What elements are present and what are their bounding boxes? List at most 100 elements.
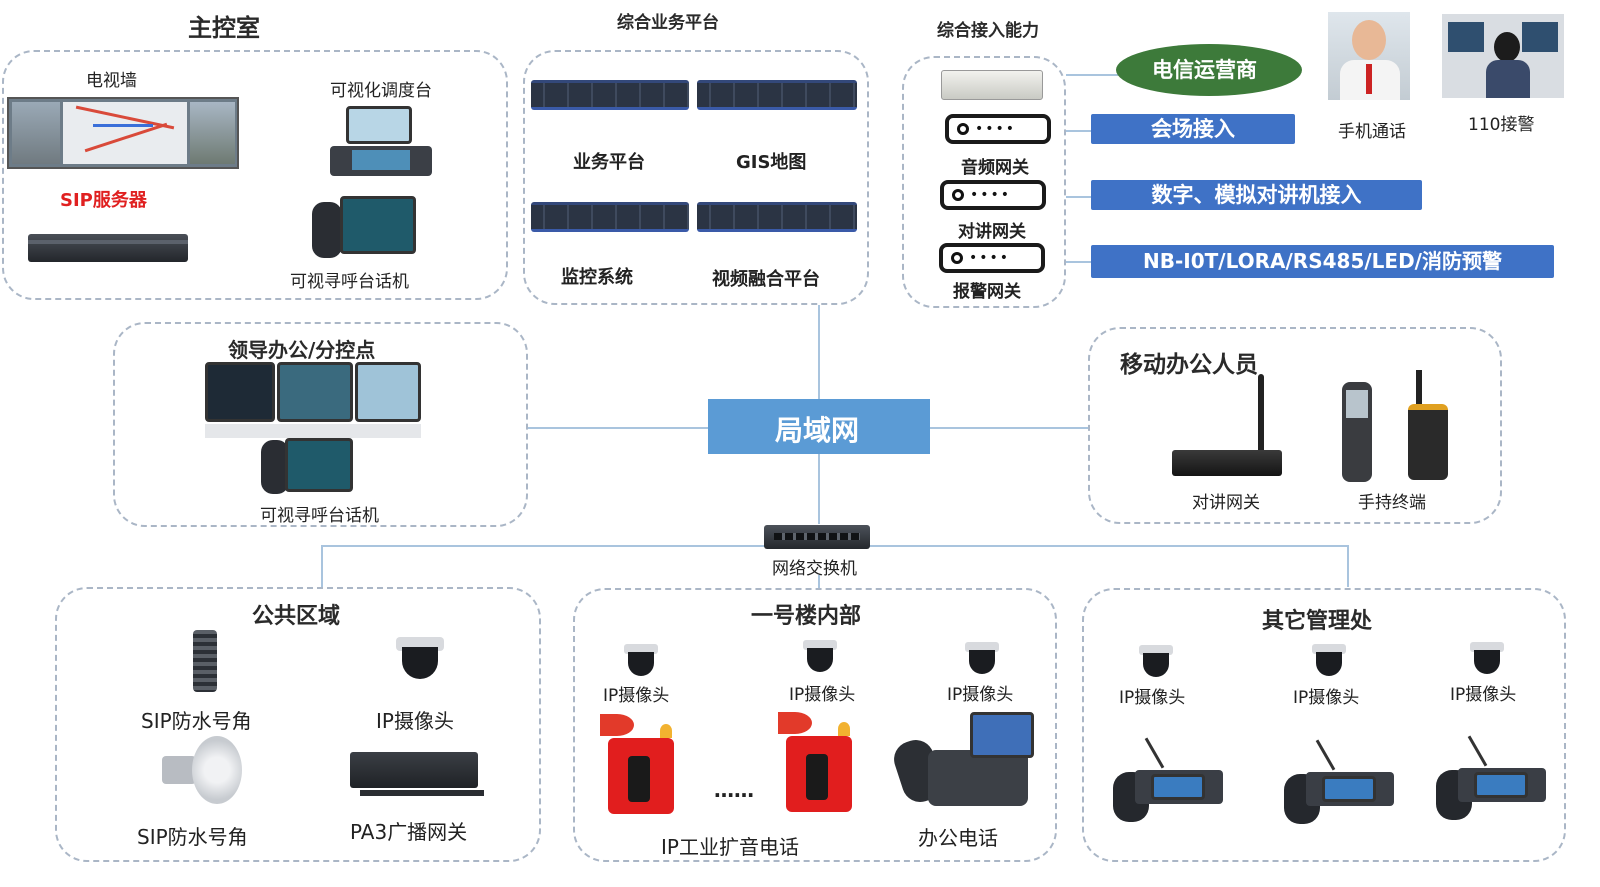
building1-group [573, 588, 1057, 862]
iot-access-bar: NB-I0T/LORA/RS485/LED/消防预警 [1091, 245, 1554, 278]
building1-camera-label-2: IP摄像头 [789, 685, 856, 705]
audio-gateway-icon: •••• [945, 114, 1051, 144]
industrial-phone-label: IP工业扩音电话 [661, 835, 799, 859]
office-phone-icon [889, 710, 1038, 808]
platform-title: 综合业务平台 [617, 13, 719, 33]
other-camera-label-1: IP摄像头 [1119, 688, 1186, 708]
other-camera-icon-2 [1312, 644, 1346, 678]
intercom-gateway-label: 对讲网关 [958, 222, 1026, 242]
line-bus-public [321, 545, 323, 587]
server-icon-gis [697, 80, 857, 110]
line-leader-lan [528, 427, 710, 429]
leader-video-phone-icon [259, 424, 355, 496]
tv-wall-image [7, 97, 239, 169]
handheld-radio-icon [1408, 370, 1448, 480]
lan-label: 局域网 [775, 414, 860, 447]
line-platform-lan [818, 305, 820, 400]
visual-console-icon [322, 104, 440, 184]
mobile-group [1088, 327, 1502, 524]
radio-access-bar: 数字、模拟对讲机接入 [1091, 180, 1422, 210]
network-switch-label: 网络交换机 [772, 559, 857, 579]
other-title: 其它管理处 [1262, 609, 1373, 634]
line-access-telecom [1066, 74, 1118, 76]
pa3-gateway-icon [350, 752, 484, 798]
line-access-radio [1066, 196, 1092, 198]
other-group [1082, 588, 1566, 862]
sip-horn-label-1: SIP防水号角 [141, 709, 252, 733]
access-title: 综合接入能力 [937, 21, 1039, 41]
public-title: 公共区域 [252, 604, 341, 629]
line-access-venue [1066, 130, 1092, 132]
server-icon-video-fusion [697, 202, 857, 232]
network-switch-icon [764, 521, 870, 553]
leader-video-phone-label: 可视寻呼台话机 [260, 506, 379, 526]
venue-access-bar: 会场接入 [1091, 114, 1295, 144]
sip-server-icon [28, 226, 188, 270]
lan-box [708, 399, 930, 454]
industrial-phone-icon-1 [600, 710, 678, 814]
tv-wall-label: 电视墙 [86, 71, 137, 91]
line-bus-building [818, 575, 820, 589]
building1-ellipsis: …… [714, 778, 754, 802]
sip-server-label: SIP服务器 [60, 190, 147, 211]
mobile-title: 移动办公人员 [1120, 352, 1258, 378]
server-icon-business [531, 80, 689, 110]
sip-horn-label-2: SIP防水号角 [137, 825, 248, 849]
other-camera-label-2: IP摄像头 [1293, 688, 1360, 708]
mobile-intercom-gateway-label: 对讲网关 [1192, 493, 1260, 513]
police-110-photo [1442, 14, 1564, 98]
pa3-gateway-label: PA3广播网关 [350, 820, 468, 844]
office-phone-label: 办公电话 [918, 826, 998, 850]
industrial-phone-icon-2 [778, 708, 856, 812]
sip-horn-speaker-icon [162, 732, 244, 806]
mobile-call-photo [1328, 12, 1410, 100]
audio-gateway-label: 音频网关 [961, 158, 1029, 178]
public-camera-label: IP摄像头 [376, 709, 454, 733]
public-group [55, 587, 541, 862]
building1-camera-icon-2 [803, 640, 837, 674]
visual-console-label: 可视化调度台 [330, 81, 432, 101]
other-console-icon-3 [1436, 734, 1554, 824]
telecom-operator-ellipse [1116, 44, 1302, 96]
other-camera-icon-3 [1470, 642, 1504, 676]
video-phone-icon [310, 192, 420, 262]
video-phone-label: 可视寻呼台话机 [290, 272, 409, 292]
line-lan-mobile [930, 427, 1090, 429]
handheld-phone-icon [1342, 382, 1372, 482]
business-platform-label: 业务平台 [573, 152, 645, 173]
telecom-operator-label: 电信运营商 [1152, 58, 1257, 82]
video-fusion-label: 视频融合平台 [712, 269, 820, 290]
line-bus-other [1347, 545, 1349, 587]
mobile-intercom-gateway-icon [1172, 374, 1284, 480]
handheld-label: 手持终端 [1358, 493, 1426, 513]
other-camera-icon-1 [1139, 645, 1173, 679]
public-camera-icon [396, 637, 444, 683]
main-control-group [2, 50, 508, 300]
other-console-icon-2 [1284, 738, 1402, 828]
server-icon-monitoring [531, 202, 689, 232]
alarm-gateway-label: 报警网关 [953, 282, 1021, 302]
building1-camera-label-1: IP摄像头 [603, 686, 670, 706]
sip-waterproof-column-icon [193, 630, 217, 692]
other-camera-label-3: IP摄像头 [1450, 685, 1517, 705]
leader-monitors-icon [205, 362, 421, 440]
alarm-gateway-icon: •••• [939, 243, 1045, 273]
line-lan-switch [818, 454, 820, 524]
leader-title: 领导办公/分控点 [228, 338, 376, 362]
building1-camera-icon-1 [624, 644, 658, 678]
other-console-icon-1 [1113, 736, 1231, 826]
platform-group [523, 50, 869, 305]
mobile-call-label: 手机通话 [1338, 122, 1406, 142]
line-access-iot [1066, 261, 1092, 263]
building1-camera-label-3: IP摄像头 [947, 685, 1014, 705]
gis-map-label: GIS地图 [736, 152, 807, 173]
leader-group [113, 322, 528, 527]
main-control-title: 主控室 [188, 14, 260, 42]
building1-camera-icon-3 [965, 642, 999, 676]
monitoring-label: 监控系统 [561, 267, 633, 288]
access-device-icon [941, 70, 1043, 100]
building1-title: 一号楼内部 [751, 604, 862, 629]
intercom-gateway-icon: •••• [940, 180, 1046, 210]
police-110-label: 110接警 [1468, 115, 1535, 135]
access-group [902, 56, 1066, 308]
